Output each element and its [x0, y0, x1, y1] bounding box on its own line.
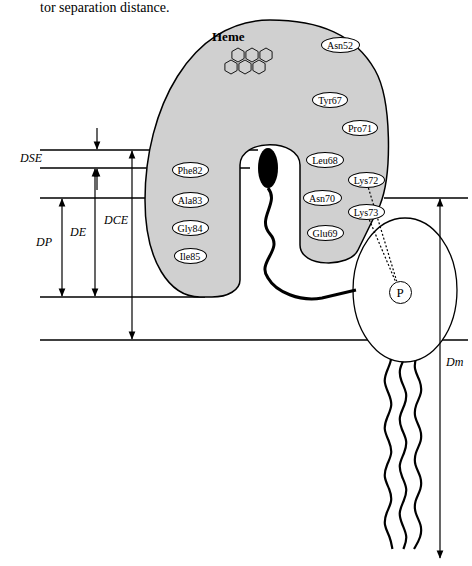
dimension-label: DCE	[104, 214, 128, 227]
lipid-headgroup	[353, 218, 457, 362]
residue-name: Ile85	[180, 251, 201, 262]
dimension-label: DSE	[20, 152, 42, 165]
residue-name: Pro71	[348, 123, 372, 134]
heme-label: Heme	[212, 30, 244, 44]
residue-name: Asn70	[309, 193, 335, 204]
phosphate-label: P	[396, 287, 403, 298]
heme-ring	[239, 60, 251, 74]
residue-oval: Tyr67	[312, 92, 348, 108]
residue-oval: Ala83	[172, 192, 209, 208]
residue-oval: Lys72	[348, 172, 385, 188]
heme-symbol	[225, 48, 272, 74]
residue-oval: Glu69	[307, 225, 344, 241]
residue-oval: Asn52	[321, 37, 360, 53]
tether-chain	[265, 188, 356, 299]
residue-name: Phe82	[178, 165, 203, 176]
residue-name: Glu69	[313, 228, 338, 239]
residue-oval: Phe82	[172, 162, 209, 178]
dimension-label: DP	[36, 236, 52, 249]
protein-body	[145, 20, 388, 297]
residue-oval: Gly84	[172, 220, 209, 236]
heme-ring	[260, 48, 272, 62]
heme-ring	[225, 60, 237, 74]
heme-ring	[246, 48, 258, 62]
residue-name: Lys73	[354, 207, 378, 218]
residue-name: Gly84	[178, 223, 203, 234]
residue-oval: Asn70	[303, 190, 342, 206]
phosphate-circle: P	[389, 281, 412, 304]
residue-name: Asn52	[327, 40, 353, 51]
lipid-tail	[385, 345, 393, 549]
residue-name: Leu68	[312, 155, 338, 166]
dimension-label: Dm	[446, 356, 463, 369]
residue-oval: Ile85	[174, 248, 207, 264]
ionic-interaction	[368, 188, 396, 281]
caption-fragment: tor separation distance.	[40, 0, 169, 15]
heme-ring	[232, 48, 244, 62]
residue-name: Lys72	[354, 175, 378, 186]
chromophore	[258, 148, 278, 188]
dimension-arrows	[62, 128, 440, 558]
ionic-interaction	[369, 220, 395, 282]
lipid-tail	[400, 345, 407, 549]
residue-name: Ala83	[178, 195, 202, 206]
residue-oval: Pro71	[342, 120, 378, 136]
heme-ring	[253, 60, 265, 74]
dimension-label: DE	[70, 226, 86, 239]
lipid-tail	[414, 345, 423, 549]
residue-name: Tyr67	[318, 95, 342, 106]
residue-oval: Leu68	[306, 152, 344, 168]
residue-oval: Lys73	[348, 204, 385, 220]
lipid-tails	[385, 345, 423, 549]
